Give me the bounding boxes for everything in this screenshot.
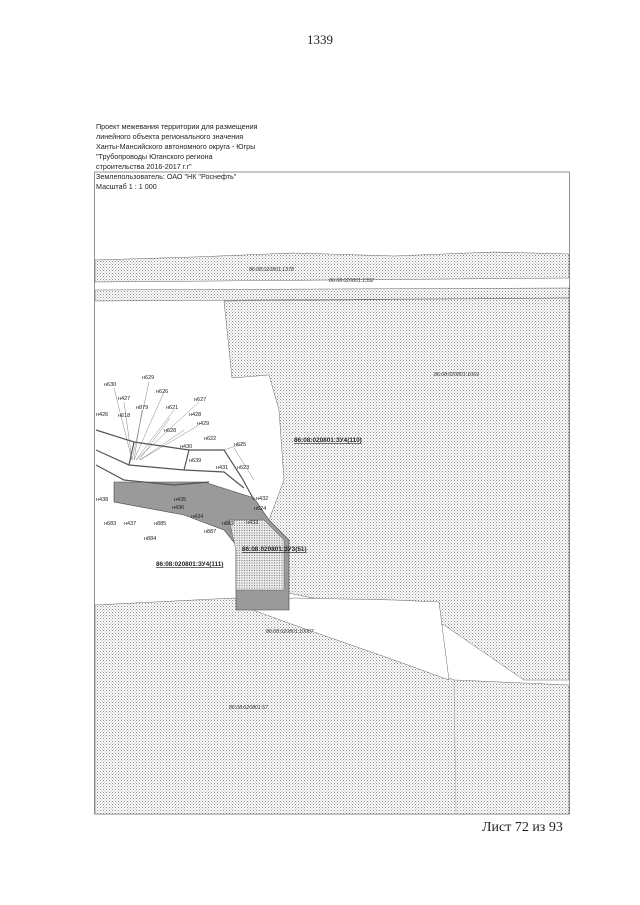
point-label: н627 <box>194 397 206 403</box>
point-label: н436 <box>172 505 184 511</box>
point-label: н625 <box>234 442 246 448</box>
parcel-label-1378: 86:08:020801:1378 <box>249 267 294 273</box>
point-label: н435 <box>174 497 186 503</box>
cadastral-map: 86:08:020801:1378 86:08:020801:1392 86:0… <box>94 120 570 815</box>
parcel-1378-area <box>94 251 570 283</box>
point-label: н639 <box>189 458 201 464</box>
point-label: н437 <box>124 521 136 527</box>
point-label: н623 <box>237 465 249 471</box>
header-line: линейного объекта регионального значения <box>96 132 244 141</box>
point-label: н630 <box>104 382 116 388</box>
map-header: Проект межевания территории для размещен… <box>96 122 258 192</box>
page-number: 1339 <box>307 32 333 47</box>
point-label: н431 <box>216 465 228 471</box>
point-label: н626 <box>156 389 168 395</box>
point-label: н430 <box>180 444 192 450</box>
point-label: н879 <box>136 405 148 411</box>
parcel-label-57: 86:08:020801:57 <box>229 705 269 711</box>
parcel-10007-area <box>238 597 450 681</box>
plot-label-zu4-111: 86:08:020801:ЗУ4(111) <box>156 561 223 568</box>
parcel-label-1392: 86:08:020801:1392 <box>329 278 374 284</box>
header-line: строительства 2016-2017 г.г" <box>96 162 192 171</box>
point-label: н884 <box>144 536 156 542</box>
plot-label-zu3-51: 86:08:020801:ЗУ3(51) <box>242 546 307 553</box>
header-line: Проект межевания территории для размещен… <box>96 122 258 131</box>
point-label: н429 <box>197 421 209 427</box>
point-label: н433 <box>246 520 258 526</box>
header-line: Ханты-Мансийского автономного округа - Ю… <box>96 142 256 151</box>
pipeline-lines <box>95 429 255 501</box>
point-label: н624 <box>254 506 266 512</box>
point-label: н427 <box>118 396 130 402</box>
point-label: н885 <box>154 521 166 527</box>
point-label: н432 <box>256 496 268 502</box>
point-label: н887 <box>204 529 216 535</box>
point-label: н683 <box>104 521 116 527</box>
map-drawing: 86:08:020801:1378 86:08:020801:1392 86:0… <box>94 171 570 815</box>
point-label: н882 <box>222 521 234 527</box>
sheet-label: Лист 72 из 93 <box>482 820 563 835</box>
leader-lines <box>113 381 255 481</box>
header-line: Масштаб 1 : 1 000 <box>96 182 157 191</box>
parcel-label-1069: 86:08:020801:1069 <box>434 372 479 378</box>
point-label: н628 <box>164 428 176 434</box>
point-label: н622 <box>204 436 216 442</box>
point-label: н434 <box>191 514 203 520</box>
plot-label-zu4-110: 86:08:020801:ЗУ4(110) <box>294 437 362 444</box>
parcel-label-10007: 86:08:020801:10007 <box>266 629 315 635</box>
header-line: "Трубопроводы Юганского региона <box>96 152 213 161</box>
point-label: н629 <box>142 375 154 381</box>
point-label: н428 <box>189 412 201 418</box>
point-label: н438 <box>96 497 108 503</box>
header-line: Землепользователь: ОАО "НК "Роснефть" <box>96 172 237 181</box>
point-label: н426 <box>96 412 108 418</box>
point-label: н618 <box>118 413 130 419</box>
point-label: н621 <box>166 405 178 411</box>
